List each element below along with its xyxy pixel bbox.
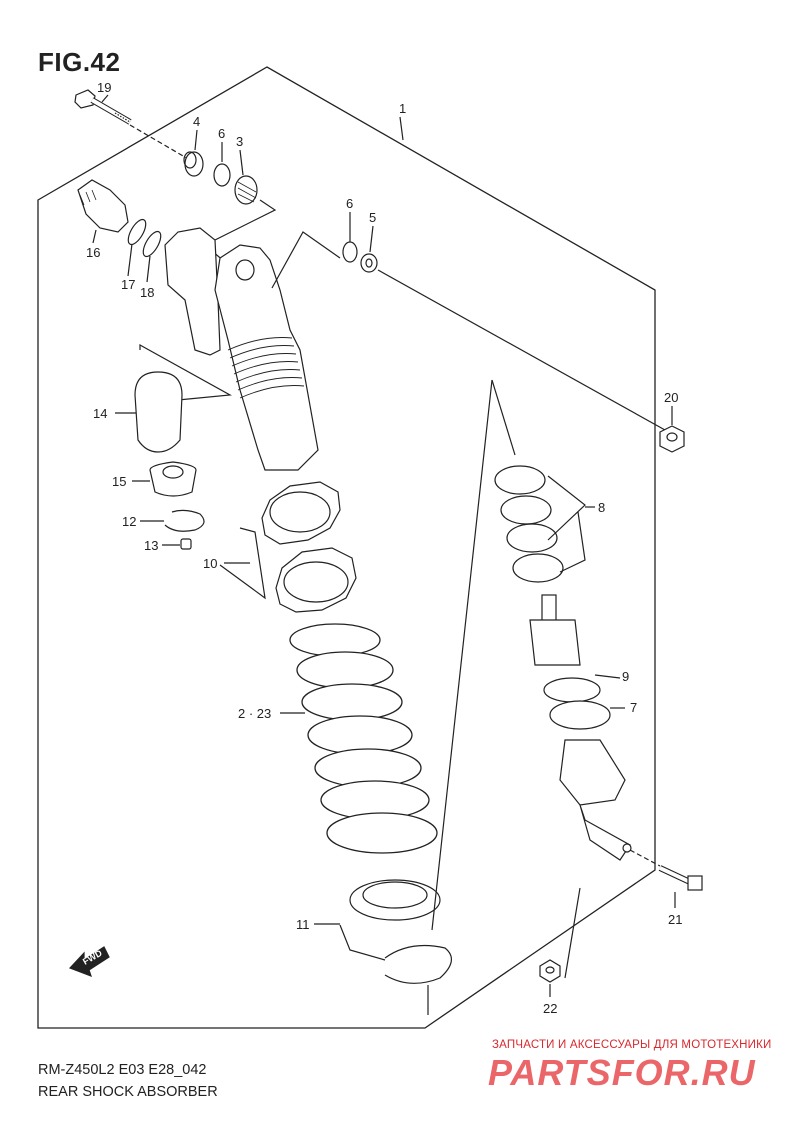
leader	[139, 343, 232, 401]
callout-5: 5	[369, 210, 376, 225]
callout-12: 12	[122, 514, 136, 529]
leader	[564, 887, 581, 979]
air-valve-13-icon	[180, 538, 192, 550]
callout-14: 14	[93, 406, 107, 421]
piston-rod-assembly-icon	[529, 594, 632, 861]
reservoir-end-cap-15-icon	[149, 461, 197, 497]
spring-adjuster-nut-10b-icon	[275, 547, 357, 613]
callout-2-23: 2 · 23	[238, 706, 271, 721]
leader	[547, 475, 586, 541]
callout-20: 20	[664, 390, 678, 405]
figure-title: FIG.42	[38, 47, 121, 77]
leader	[271, 231, 341, 289]
callout-4: 4	[193, 114, 200, 129]
leader	[559, 511, 586, 573]
callout-3: 3	[236, 134, 243, 149]
callout-leaders	[92, 94, 676, 997]
reservoir-cap-16-icon	[77, 179, 129, 233]
spring-adjuster-nut-10a-icon	[261, 481, 341, 545]
callout-7: 7	[630, 700, 637, 715]
needle-bearing-3-icon	[234, 175, 258, 205]
leader	[629, 849, 661, 867]
seal-ring-6-icon	[213, 163, 231, 187]
bolt-19-icon	[74, 89, 132, 125]
rebound-shims-8-icon	[494, 465, 564, 583]
leader	[491, 379, 516, 456]
leader	[339, 924, 386, 961]
callout-19: 19	[97, 80, 111, 95]
callout-21: 21	[668, 912, 682, 927]
watermark-brand: PARTSFOR.RU	[488, 1052, 756, 1093]
leader	[377, 269, 666, 431]
callout-8: 8	[598, 500, 605, 515]
callout-1: 1	[399, 101, 406, 116]
leader	[431, 379, 493, 931]
washer-5-icon	[360, 253, 378, 273]
leader	[219, 527, 266, 600]
stopper-ring-11-icon	[384, 944, 452, 984]
nut-22-icon	[539, 959, 561, 983]
bolt-21-icon	[658, 865, 703, 891]
callout-13: 13	[144, 538, 158, 553]
coil-spring-icon	[289, 623, 438, 854]
o-ring-18-icon	[142, 230, 162, 258]
callout-17: 17	[121, 277, 135, 292]
callout-6: 6	[218, 126, 225, 141]
spring-seat-11-icon	[349, 879, 441, 921]
diagram-caption: REAR SHOCK ABSORBER	[38, 1084, 218, 1100]
callout-6b: 6	[346, 196, 353, 211]
callout-15: 15	[112, 474, 126, 489]
leader	[594, 674, 621, 679]
circlip-12-icon	[164, 509, 205, 532]
callout-11: 11	[296, 917, 310, 932]
o-ring-17-icon	[127, 218, 147, 246]
leader	[129, 124, 191, 161]
callout-22: 22	[543, 1001, 557, 1016]
seal-ring-6b-icon	[342, 241, 358, 263]
fwd-arrow-icon: FWD	[68, 946, 110, 978]
callout-10: 10	[203, 556, 217, 571]
assembly-boundary	[37, 66, 656, 1029]
bushing-4-icon	[183, 151, 204, 177]
callout-16: 16	[86, 245, 100, 260]
callout-9: 9	[622, 669, 629, 684]
watermark-tagline: ЗАПЧАСТИ И АКСЕССУАРЫ ДЛЯ МОТОТЕХНИКИ	[492, 1039, 772, 1051]
nut-20-icon	[659, 425, 685, 453]
model-code: RM-Z450L2 E03 E28_042	[38, 1062, 207, 1078]
bladder-cover-14-icon	[134, 371, 183, 453]
shock-body-icon	[164, 227, 319, 471]
callout-18: 18	[140, 285, 154, 300]
